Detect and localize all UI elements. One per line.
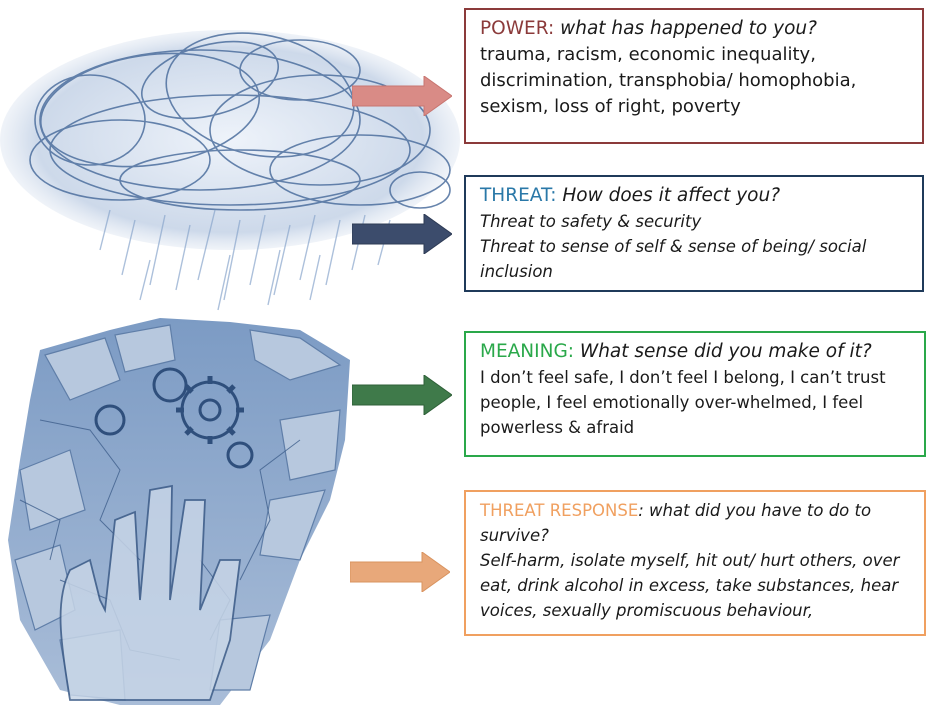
response-question: : what did you have to do to xyxy=(638,501,871,520)
arrow-response xyxy=(350,552,450,592)
threat-line: Threat to safety & security xyxy=(480,209,912,234)
power-line: sexism, loss of right, poverty xyxy=(480,94,912,120)
response-line: eat, drink alcohol in excess, take subst… xyxy=(480,573,914,598)
power-line: trauma, racism, economic inequality, xyxy=(480,42,912,68)
response-heading: THREAT RESPONSE: what did you have to do… xyxy=(480,498,914,523)
threat-box: THREAT: How does it affect you? Threat t… xyxy=(464,175,924,292)
power-heading: POWER: what has happened to you? xyxy=(480,16,912,42)
arrow-power xyxy=(352,76,452,116)
threat-response-box: THREAT RESPONSE: what did you have to do… xyxy=(464,490,926,636)
meaning-key: MEANING: xyxy=(480,341,574,362)
meaning-line: I don’t feel safe, I don’t feel I belong… xyxy=(480,365,914,390)
response-heading-cont: survive? xyxy=(480,523,914,548)
meaning-body: I don’t feel safe, I don’t feel I belong… xyxy=(480,365,914,440)
power-line: discrimination, transphobia/ homophobia, xyxy=(480,68,912,94)
response-body: Self-harm, isolate myself, hit out/ hurt… xyxy=(480,548,914,623)
meaning-question: What sense did you make of it? xyxy=(580,341,872,362)
threat-heading: THREAT: How does it affect you? xyxy=(480,183,912,209)
arrow-threat xyxy=(352,214,452,254)
threat-question: How does it affect you? xyxy=(562,185,780,206)
power-question: what has happened to you? xyxy=(560,18,817,39)
response-question-cont: survive? xyxy=(480,526,549,545)
threat-line: inclusion xyxy=(480,259,912,284)
meaning-heading: MEANING: What sense did you make of it? xyxy=(480,339,914,365)
power-body: trauma, racism, economic inequality, dis… xyxy=(480,42,912,120)
arrow-meaning xyxy=(352,375,452,415)
meaning-box: MEANING: What sense did you make of it? … xyxy=(464,331,926,457)
threat-key: THREAT: xyxy=(480,185,556,206)
meaning-line: people, I feel emotionally over-whelmed,… xyxy=(480,390,914,415)
power-box: POWER: what has happened to you? trauma,… xyxy=(464,8,924,144)
response-line: Self-harm, isolate myself, hit out/ hurt… xyxy=(480,548,914,573)
response-line: voices, sexually promiscuous behaviour, xyxy=(480,598,914,623)
response-key: THREAT RESPONSE xyxy=(480,501,638,520)
threat-body: Threat to safety & security Threat to se… xyxy=(480,209,912,284)
power-key: POWER: xyxy=(480,18,554,39)
meaning-line: powerless & afraid xyxy=(480,415,914,440)
threat-line: Threat to sense of self & sense of being… xyxy=(480,234,912,259)
